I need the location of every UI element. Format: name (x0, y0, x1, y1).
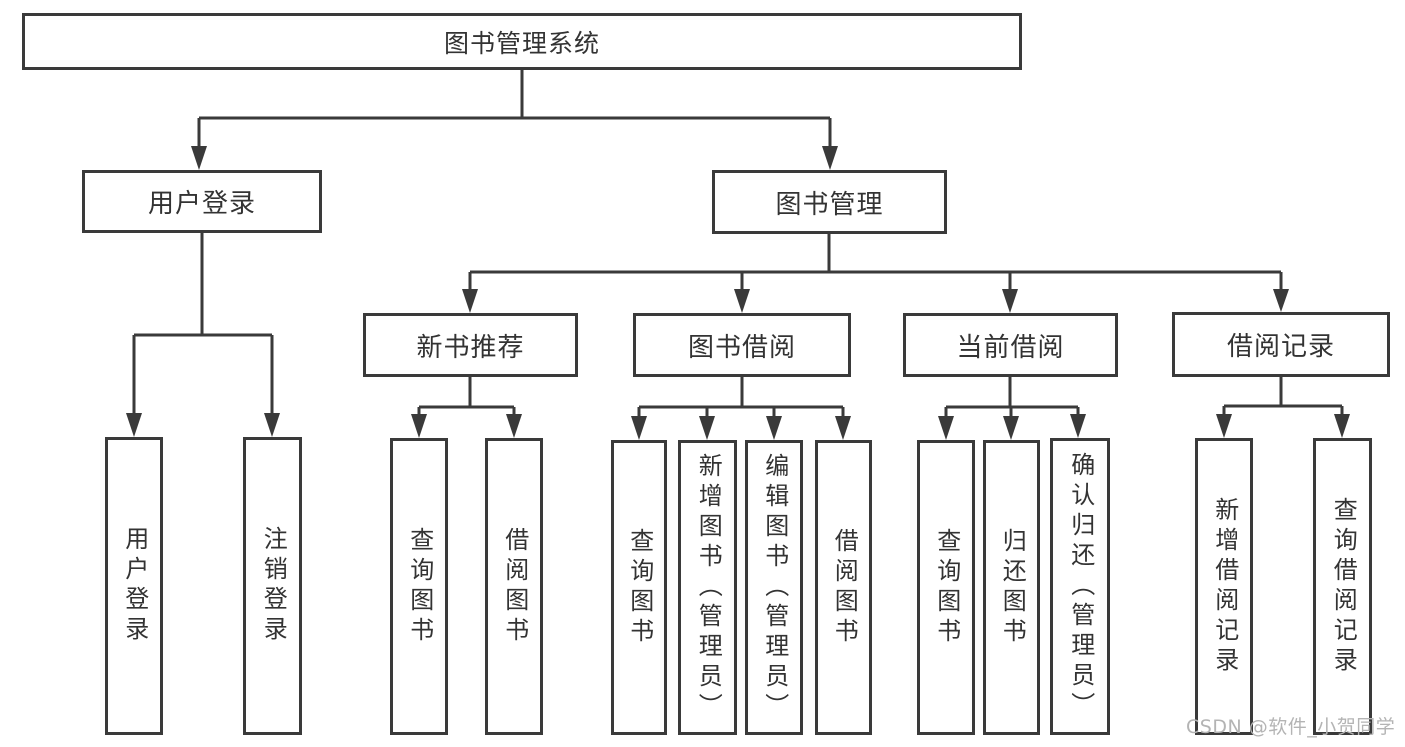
node-borrow-records-label: 借阅记录 (1226, 332, 1335, 362)
leaf-user-login: 用户登录 (105, 437, 163, 735)
arrow-down-icon (822, 146, 838, 170)
leaf-newbook-query: 查询图书 (390, 438, 448, 735)
arrow-down-icon (631, 416, 647, 440)
arrow-down-icon (766, 416, 782, 440)
leaf-borrow-edit-admin-label: 编辑图书（管理员） (760, 452, 789, 723)
node-new-book-recommend: 新书推荐 (363, 313, 578, 377)
arrow-down-icon (506, 414, 522, 438)
node-book-borrow: 图书借阅 (633, 313, 851, 377)
arrow-down-icon (264, 413, 280, 437)
leaf-newbook-borrow: 借阅图书 (485, 438, 543, 735)
node-user-login-label: 用户登录 (147, 189, 256, 219)
arrow-down-icon (1070, 414, 1086, 438)
arrow-down-icon (411, 414, 427, 438)
connector-current (938, 377, 1086, 440)
node-user-login: 用户登录 (82, 170, 322, 233)
connector-login (126, 233, 280, 437)
leaf-borrow-borrow: 借阅图书 (815, 440, 872, 735)
arrow-down-icon (835, 416, 851, 440)
node-current-borrow: 当前借阅 (903, 313, 1118, 377)
arrow-down-icon (462, 289, 478, 313)
connector-newbook (411, 377, 522, 438)
leaf-current-confirm-admin-label: 确认归还（管理员） (1066, 451, 1095, 722)
node-current-borrow-label: 当前借阅 (956, 332, 1065, 363)
leaf-borrow-edit-admin: 编辑图书（管理员） (745, 440, 803, 735)
leaf-borrow-borrow-label: 借阅图书 (830, 527, 859, 648)
arrow-down-icon (126, 413, 142, 437)
leaf-current-query-label: 查询图书 (932, 527, 961, 648)
leaf-borrow-add-admin-label: 新增图书（管理员） (694, 452, 723, 723)
leaf-logout-label: 注销登录 (259, 526, 288, 646)
arrow-down-icon (1216, 414, 1232, 438)
arrow-down-icon (938, 416, 954, 440)
node-book-borrow-label: 图书借阅 (687, 332, 796, 363)
arrow-down-icon (1273, 289, 1289, 312)
leaf-records-query: 查询借阅记录 (1313, 438, 1372, 735)
arrow-down-icon (1003, 416, 1019, 440)
leaf-borrow-add-admin: 新增图书（管理员） (678, 440, 737, 735)
node-root-label: 图书管理系统 (443, 28, 600, 58)
connector-borrow (631, 377, 851, 440)
leaf-borrow-query: 查询图书 (611, 440, 667, 735)
leaf-records-add: 新增借阅记录 (1195, 438, 1253, 735)
node-new-book-recommend-label: 新书推荐 (416, 332, 525, 363)
leaf-records-query-label: 查询借阅记录 (1329, 496, 1358, 677)
node-root: 图书管理系统 (22, 13, 1022, 70)
connector-management (462, 234, 1289, 313)
leaf-current-query: 查询图书 (917, 440, 975, 735)
connector-root (191, 70, 838, 170)
leaf-logout: 注销登录 (243, 437, 302, 735)
leaf-current-return-label: 归还图书 (998, 527, 1027, 648)
arrow-down-icon (191, 146, 207, 170)
watermark-text: CSDN @软件_小贺同学 (1186, 716, 1396, 738)
leaf-user-login-label: 用户登录 (120, 526, 149, 646)
arrow-down-icon (1334, 414, 1350, 438)
leaf-current-confirm-admin: 确认归还（管理员） (1050, 438, 1110, 735)
arrow-down-icon (699, 416, 715, 440)
connector-records (1216, 377, 1350, 438)
leaf-records-add-label: 新增借阅记录 (1210, 496, 1239, 677)
arrow-down-icon (1002, 289, 1018, 313)
leaf-current-return: 归还图书 (983, 440, 1040, 735)
node-borrow-records: 借阅记录 (1172, 312, 1390, 377)
node-book-management: 图书管理 (712, 170, 947, 234)
leaf-newbook-borrow-label: 借阅图书 (500, 526, 529, 647)
leaf-newbook-query-label: 查询图书 (405, 526, 434, 647)
node-book-management-label: 图书管理 (775, 189, 884, 220)
leaf-borrow-query-label: 查询图书 (625, 527, 654, 648)
arrow-down-icon (734, 289, 750, 313)
